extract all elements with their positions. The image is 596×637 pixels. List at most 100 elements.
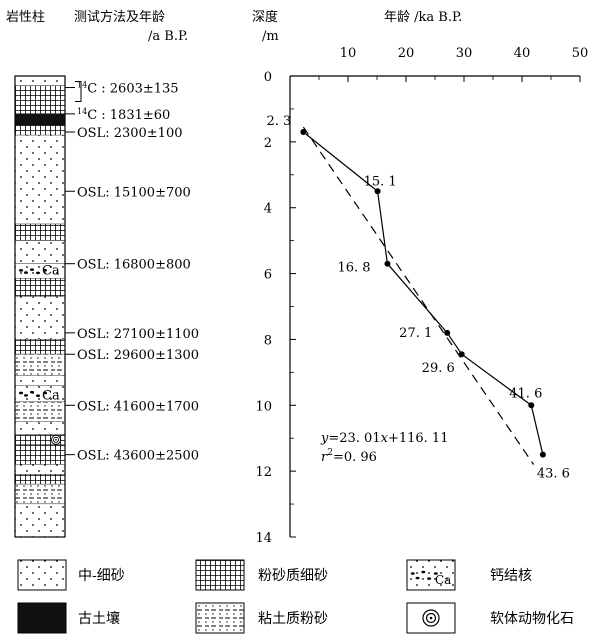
header-method: 测试方法及年龄 — [74, 9, 165, 25]
layer-sand — [15, 375, 65, 386]
regression-line — [302, 126, 535, 465]
y-tick-label: 0 — [264, 70, 272, 85]
y-tick-label: 4 — [264, 202, 272, 217]
nodule-mark — [36, 394, 40, 398]
legend-swatch-border — [195, 602, 245, 634]
data-point — [444, 329, 451, 336]
radiocarbon-bracket — [75, 81, 82, 103]
x-tick-label: 50 — [572, 46, 589, 61]
layer-paleosol — [15, 113, 65, 126]
dating-label: OSL: 43600±2500 — [77, 449, 199, 464]
layer-calcareous-nodules — [19, 268, 47, 275]
dating-label: OSL: 29600±1300 — [77, 348, 199, 363]
legend-label: 软体动物化石 — [490, 611, 574, 627]
nodule-mark — [43, 391, 47, 395]
data-point — [528, 402, 535, 409]
legend-item-sand: 中-细砂 — [17, 559, 125, 591]
x-tick-label: 20 — [398, 46, 415, 61]
nodule-mark — [415, 576, 420, 580]
layer-silt — [15, 125, 65, 136]
x-tick-label: 10 — [340, 46, 357, 61]
y-tick-label: 6 — [264, 268, 272, 283]
nodule-mark — [43, 269, 47, 272]
dating-label: OSL: 2300±100 — [77, 126, 183, 141]
layer-calcareous-nodules — [19, 390, 47, 398]
layer-clay — [15, 484, 65, 505]
layer-sand — [15, 76, 65, 86]
layer-silt — [15, 278, 65, 297]
nodule-mark — [36, 271, 40, 275]
nodule-mark — [30, 268, 34, 271]
header-depth-unit: /m — [262, 29, 279, 44]
x-tick-label: 40 — [514, 46, 531, 61]
point-label: 27. 1 — [399, 326, 432, 341]
legend-swatch — [407, 560, 455, 590]
ca-label: Ca — [42, 388, 60, 403]
data-point — [539, 451, 546, 458]
legend-swatch-nodules — [410, 570, 438, 580]
layer-calcareous — [15, 385, 65, 402]
point-label: 16. 8 — [337, 261, 370, 276]
legend-swatch — [18, 560, 66, 590]
point-label: 29. 6 — [422, 361, 455, 376]
dating-label: OSL: 16800±800 — [77, 258, 191, 273]
layer-sand — [15, 421, 65, 435]
point-label: 2. 3 — [267, 114, 292, 129]
dating-label: OSL: 27100±1100 — [77, 327, 199, 342]
mollusc-icon — [422, 609, 440, 627]
layer-clay — [15, 354, 65, 376]
nodule-mark — [19, 391, 23, 395]
point-label: 41. 6 — [509, 386, 542, 401]
layer-clay — [15, 401, 65, 422]
legend-item-clay: 粘土质粉砂 — [195, 602, 328, 634]
regression-equation: y=23. 01x+116. 11 — [320, 431, 448, 446]
layer-sand — [15, 464, 65, 475]
data-point — [458, 351, 465, 358]
r-squared: r2=0. 96 — [321, 448, 377, 465]
y-tick-label: 14 — [255, 531, 272, 546]
legend-swatch — [196, 560, 244, 590]
point-label: 43. 6 — [537, 467, 570, 482]
dating-label: OSL: 15100±700 — [77, 185, 191, 200]
legend-swatch-border — [195, 559, 245, 591]
legend-label: 中-细砂 — [78, 568, 125, 584]
nodule-mark — [433, 572, 438, 575]
nodule-mark — [19, 269, 23, 272]
nodule-mark — [410, 572, 415, 575]
layer-silt — [15, 444, 65, 465]
layer-sand — [15, 240, 65, 264]
legend-swatch-border — [17, 559, 67, 591]
data-point — [384, 260, 391, 267]
layer-sand — [15, 504, 65, 537]
layer-silt — [15, 224, 65, 241]
legend-swatch — [18, 603, 66, 633]
layer-silt — [15, 474, 65, 485]
layer-mollusc — [15, 434, 65, 445]
y-tick-label: 10 — [255, 399, 272, 414]
dating-label: 14C : 2603±135 — [77, 81, 179, 97]
legend-ca-label: Ca — [435, 573, 451, 587]
legend-swatch-border — [406, 559, 456, 591]
header-method-unit: /a B.P. — [148, 29, 188, 44]
legend-label: 粘土质粉砂 — [258, 611, 328, 627]
header-age: 年龄 /ka B.P. — [384, 10, 462, 25]
nodule-mark — [24, 271, 28, 274]
header-lithology: 岩性柱 — [6, 10, 45, 25]
y-tick-label: 12 — [255, 465, 272, 480]
column-border — [14, 75, 66, 538]
layer-silt — [15, 339, 65, 355]
layer-sand — [15, 135, 65, 225]
nodule-mark — [30, 390, 34, 394]
layer-silt — [15, 85, 65, 114]
header-depth: 深度 — [252, 9, 278, 25]
ca-label: Ca — [42, 263, 60, 278]
legend-label: 粉砂质细砂 — [258, 568, 328, 584]
nodule-mark — [421, 570, 426, 574]
legend-item-mollusc: 软体动物化石 — [406, 602, 574, 634]
legend-item-silt: 粉砂质细砂 — [195, 559, 328, 591]
